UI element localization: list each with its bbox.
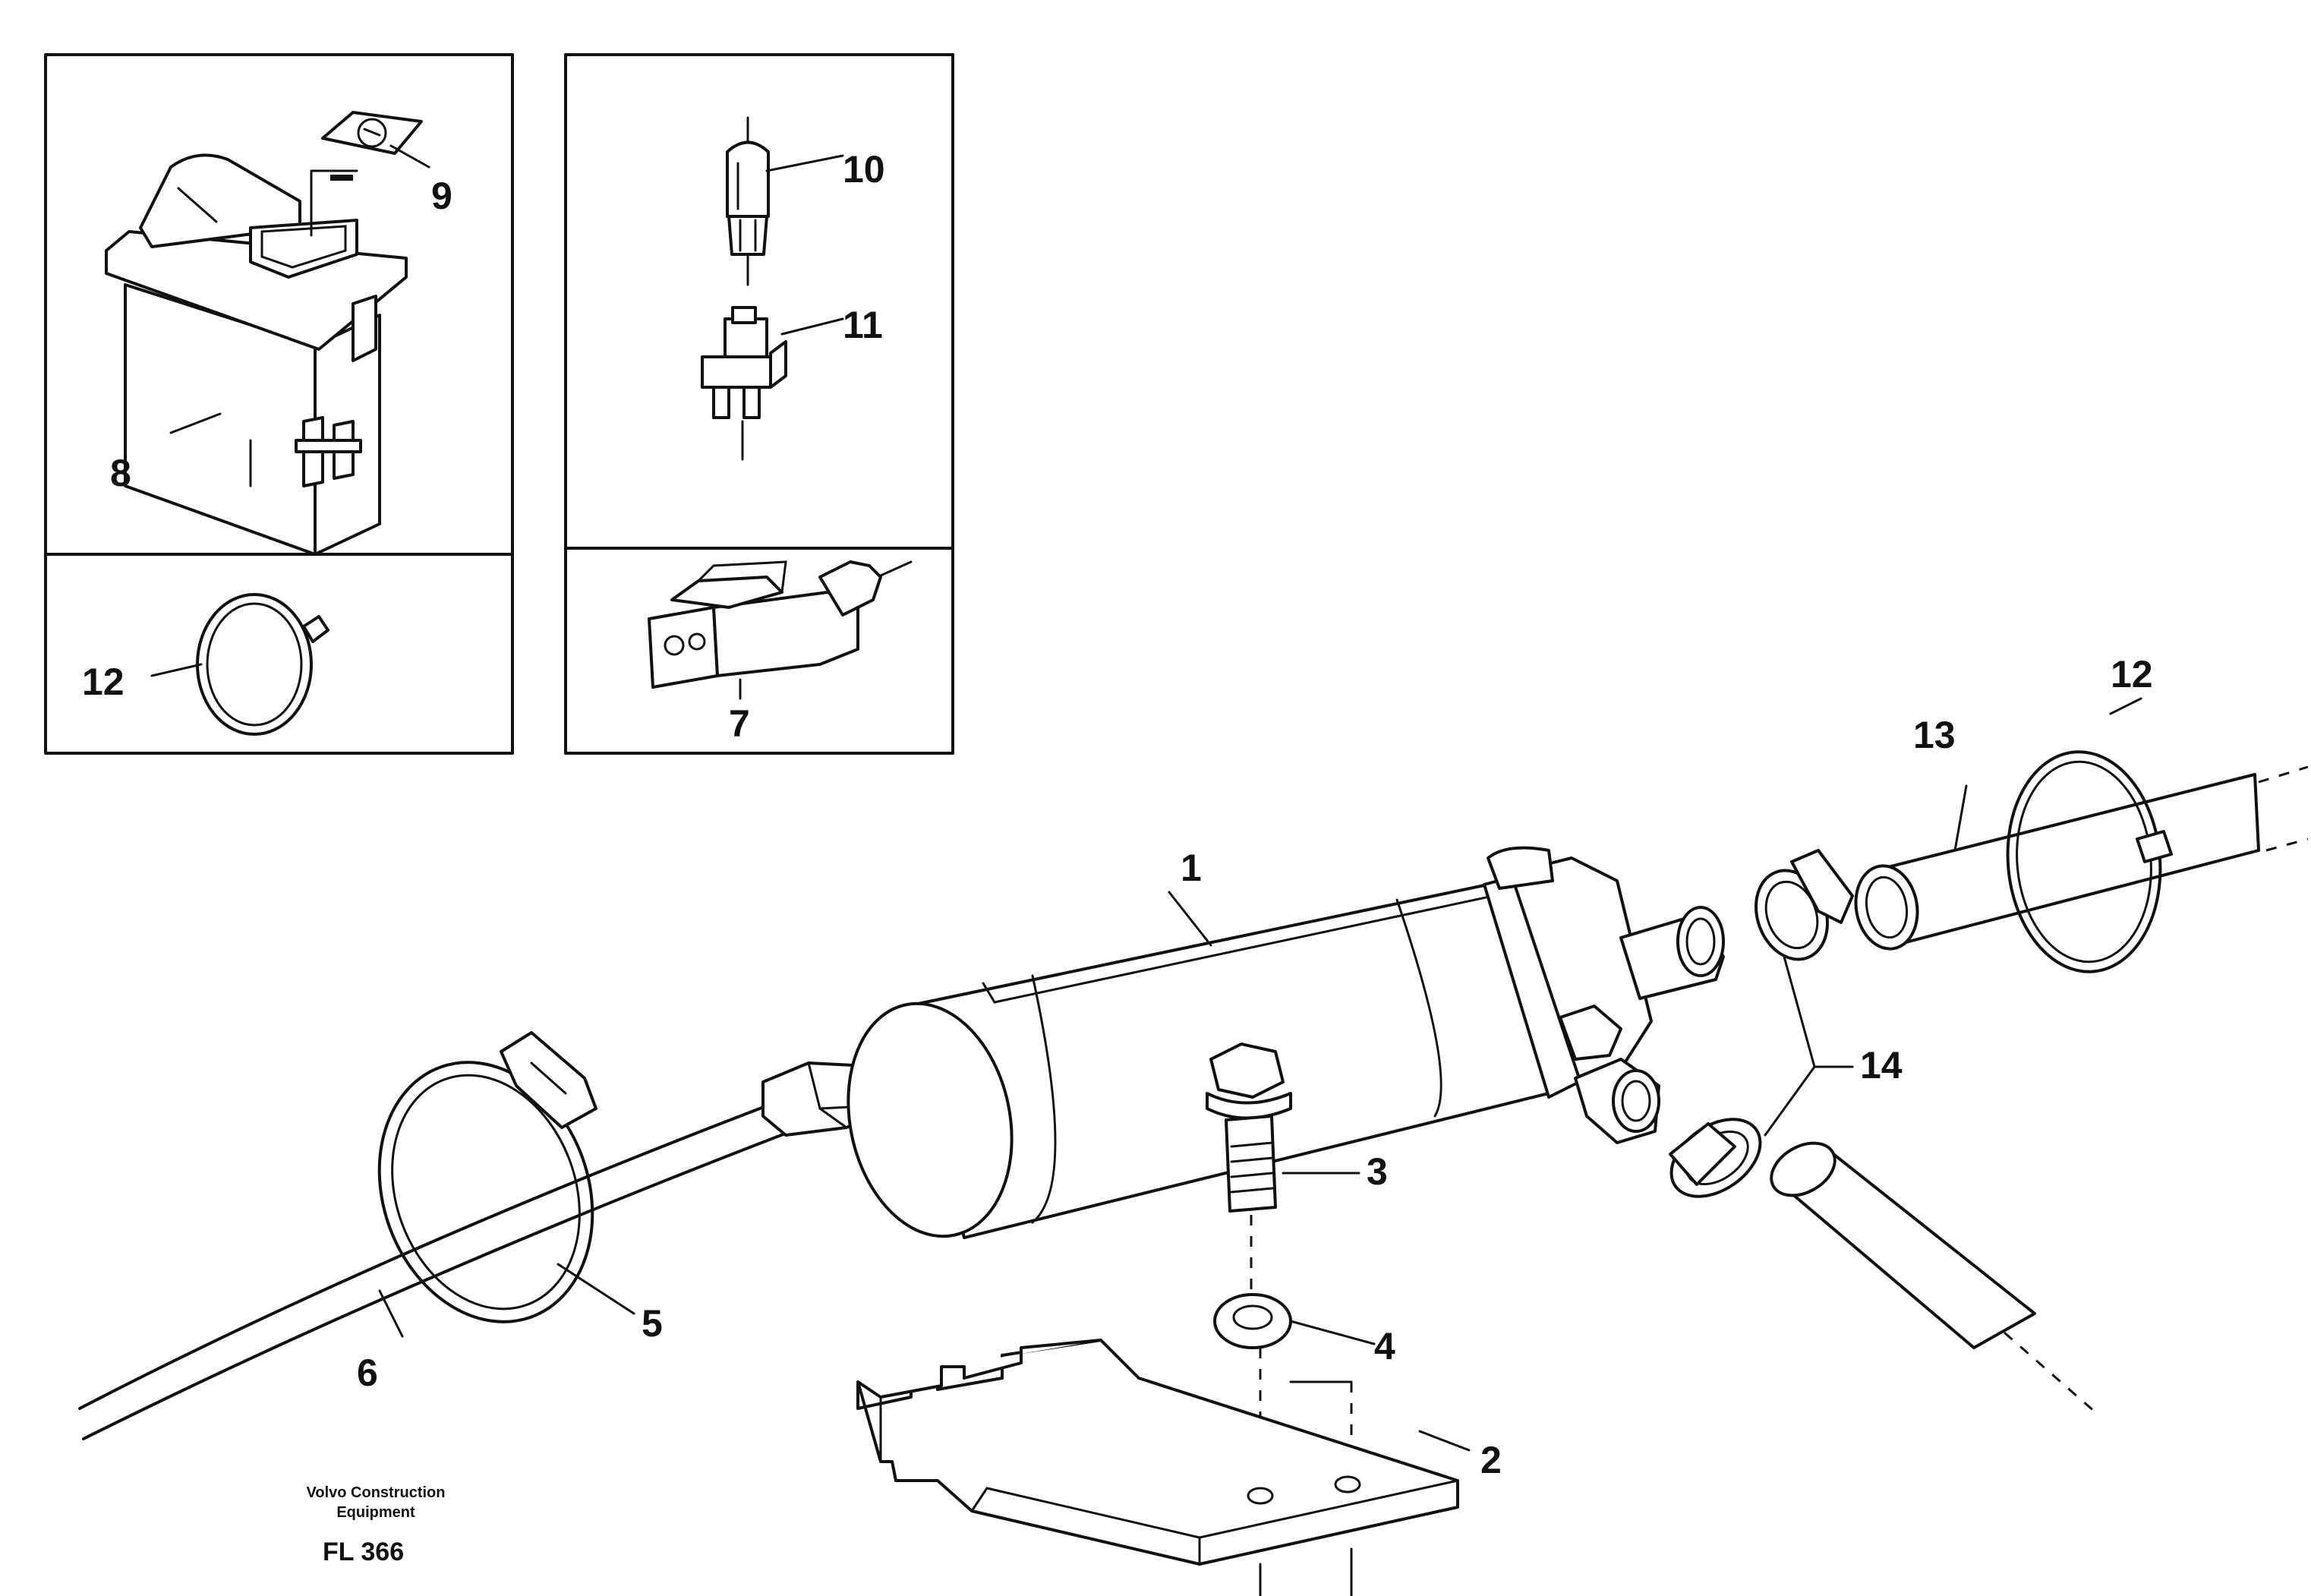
callout-9: 9 — [431, 175, 452, 217]
rocker-switch-drawing — [105, 153, 408, 556]
hose-lower-drawing — [1770, 1141, 2096, 1414]
callout-3: 3 — [1367, 1150, 1388, 1193]
company-name-line1: Volvo Construction — [307, 1484, 446, 1501]
lamp-cover-drawing — [310, 111, 423, 237]
callout-6: 6 — [357, 1352, 378, 1394]
cable-tie-inset-drawing — [196, 593, 329, 736]
callout-12-inset: 12 — [82, 661, 125, 703]
callout-12-main: 12 — [2111, 653, 2153, 695]
inset-panel-right — [564, 53, 954, 755]
hose-clamp-small-drawing — [1669, 849, 1854, 1198]
leader-lines — [150, 144, 2142, 1452]
callout-10: 10 — [843, 148, 885, 191]
callout-5: 5 — [642, 1302, 663, 1345]
company-name-line2: Equipment — [336, 1504, 415, 1521]
callout-4: 4 — [1374, 1325, 1395, 1367]
connector-drawing — [648, 560, 913, 700]
footer: Volvo Construction Equipment FL 366 — [307, 1484, 446, 1566]
callout-14: 14 — [1860, 1044, 1903, 1087]
callout-2: 2 — [1480, 1439, 1502, 1481]
bolt-drawing — [1206, 1042, 1292, 1291]
inset-panel-left — [44, 53, 514, 755]
callout-11: 11 — [843, 304, 883, 346]
bracket-drawing — [856, 1339, 1459, 1596]
callout-7: 7 — [729, 702, 750, 745]
hose-upper-drawing — [1854, 765, 2309, 951]
drawing-code: FL 366 — [323, 1538, 404, 1566]
lamp-holder-drawing — [701, 306, 787, 461]
cable-drawing — [78, 1096, 802, 1440]
inset-panels — [44, 53, 954, 755]
callout-1: 1 — [1181, 847, 1202, 889]
bulb-drawing — [726, 116, 770, 286]
callout-13: 13 — [1913, 714, 1956, 756]
hose-clamp-drawing — [377, 1031, 597, 1323]
callout-8: 8 — [110, 452, 131, 494]
callout-labels: 1 2 3 4 5 6 7 8 9 10 11 12 12 13 14 — [82, 148, 2153, 1481]
cable-tie-main-drawing — [2006, 750, 2173, 973]
